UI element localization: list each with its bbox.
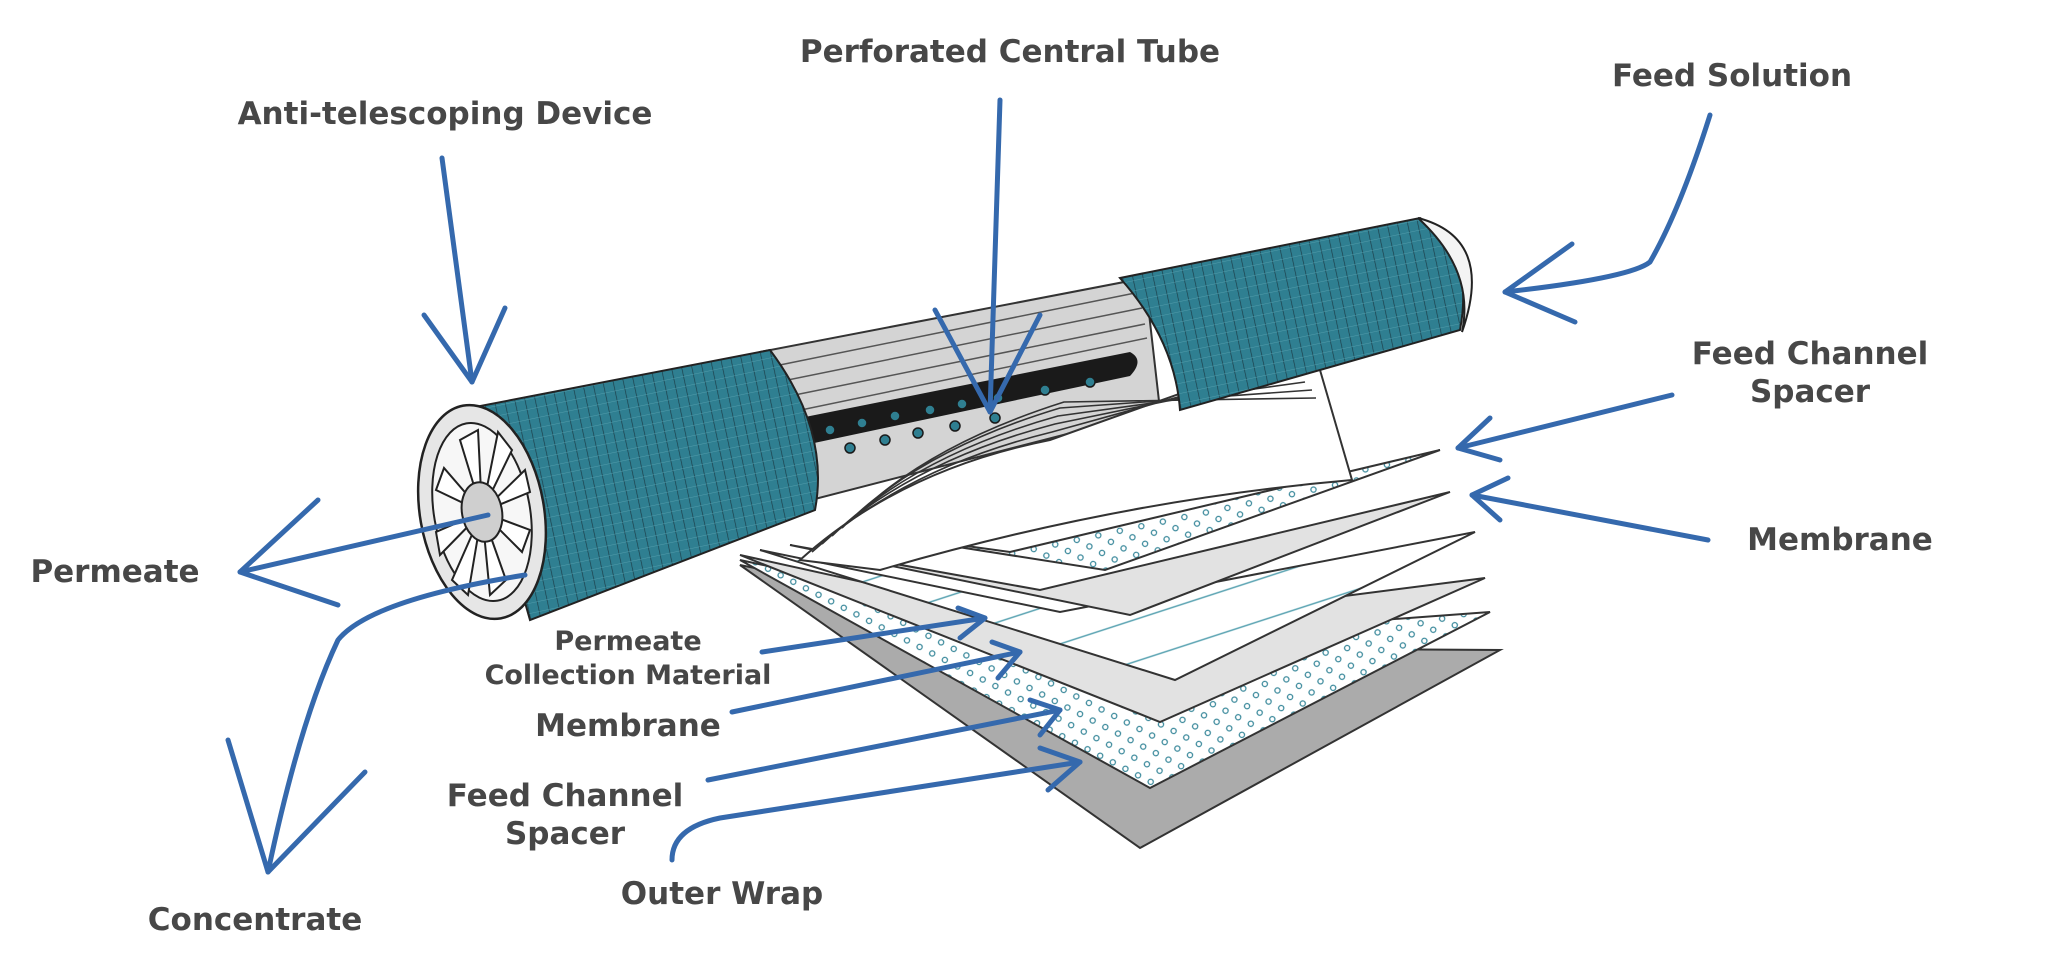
left-wrap xyxy=(468,348,819,622)
right-end-cap xyxy=(1417,217,1473,333)
label-membrane-bottom: Membrane xyxy=(535,708,721,744)
arrows xyxy=(225,97,1713,875)
spacer-bottom-arrow-line xyxy=(705,707,1063,783)
membrane-right-arrow-head xyxy=(1469,475,1511,523)
label-anti-telescoping-device: Anti-telescoping Device xyxy=(238,96,653,132)
membrane-sheet-upper xyxy=(789,491,1451,617)
label-feed-channel-spacer-bottom-line1: Feed Channel xyxy=(447,778,683,814)
atd-arrow-line xyxy=(439,155,475,385)
label-feed-channel-spacer-bottom-line2: Spacer xyxy=(505,816,626,852)
outer-wrap-arrow-head xyxy=(1037,745,1083,793)
membrane-cylinder xyxy=(416,216,1473,622)
labels: Perforated Central Tube Feed Solution An… xyxy=(30,34,1932,938)
label-permeate-collection-line2: Collection Material xyxy=(485,660,772,691)
outer-wrap-arrow-line xyxy=(669,759,1083,863)
label-feed-channel-spacer-top-line2: Spacer xyxy=(1750,374,1871,410)
spacer-bottom-arrow-head xyxy=(1027,697,1063,738)
label-outer-wrap: Outer Wrap xyxy=(621,876,823,912)
concentrate-arrow-head xyxy=(225,737,368,875)
tube-holes xyxy=(824,376,1096,454)
label-permeate: Permeate xyxy=(30,554,199,590)
label-permeate-collection-line1: Permeate xyxy=(554,626,701,657)
membrane-right-arrow-line xyxy=(1469,492,1711,543)
tube-arrow-head xyxy=(932,307,1043,415)
spacer-top-arrow-line xyxy=(1455,392,1675,451)
anti-telescoping-end xyxy=(416,403,548,621)
collection-arrow-line xyxy=(759,615,988,655)
unrolled-leaves xyxy=(797,356,1354,572)
label-feed-channel-spacer-top-line1: Feed Channel xyxy=(1692,336,1928,372)
label-membrane-right: Membrane xyxy=(1747,522,1933,558)
atd-arrow-head xyxy=(421,305,508,385)
concentrate-arrow-line xyxy=(265,572,528,875)
permeate-arrow-line xyxy=(237,512,491,575)
tube-arrow-line xyxy=(987,97,1003,415)
feed-arrow-line xyxy=(1502,112,1713,295)
feed-arrow-head xyxy=(1502,241,1578,325)
membrane-bottom-arrow-line xyxy=(729,649,1023,715)
label-perforated-central-tube: Perforated Central Tube xyxy=(800,34,1220,70)
sheets xyxy=(739,449,1504,850)
label-concentrate: Concentrate xyxy=(148,902,362,938)
collection-arrow-head xyxy=(955,605,988,641)
spacer-top-arrow-head xyxy=(1455,415,1503,463)
membrane-bottom-arrow-head xyxy=(989,639,1023,681)
label-feed-solution: Feed Solution xyxy=(1612,58,1852,94)
permeate-arrow-head xyxy=(237,497,341,608)
